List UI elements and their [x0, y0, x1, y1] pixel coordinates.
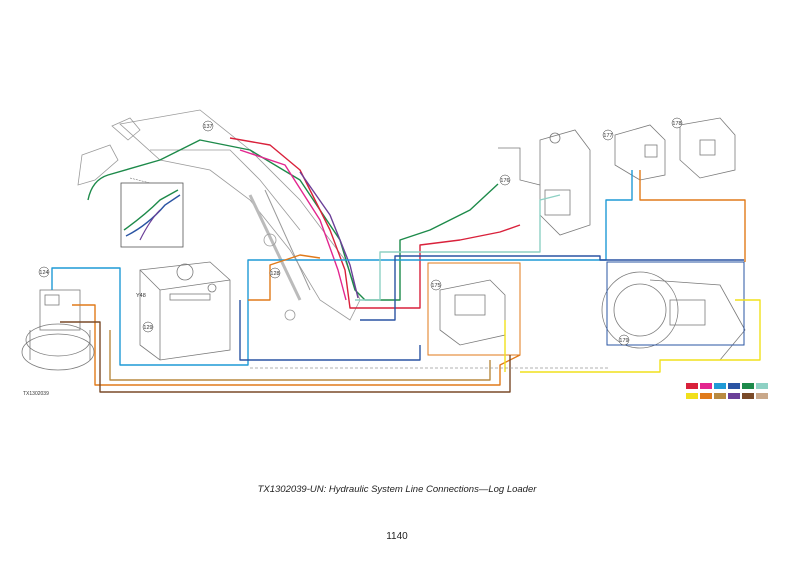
legend-swatch — [714, 383, 726, 389]
callout-129-label: 129 — [143, 325, 152, 331]
callout-124-label: 124 — [39, 270, 48, 276]
callout-176-label: 176 — [500, 178, 509, 184]
callout-179 — [618, 334, 630, 346]
figure-id: TX1302039 — [23, 391, 49, 397]
callout-137-label: 137 — [203, 124, 212, 130]
callout-177-label: 177 — [603, 133, 612, 139]
callout-128 — [269, 267, 281, 279]
callout-176 — [499, 174, 511, 186]
legend-swatch — [686, 393, 698, 399]
callouts: 137 128 129 124 176 177 178 179 175 Y48 — [38, 117, 683, 346]
figure-caption: TX1302039-UN: Hydraulic System Line Conn… — [257, 484, 537, 495]
boom-arm-drawing — [77, 109, 361, 321]
inset-detail-box — [120, 177, 184, 248]
legend-swatch — [700, 383, 712, 389]
hydraulic-lines — [51, 137, 761, 393]
callout-175 — [430, 279, 442, 291]
page-number: 1140 — [386, 531, 408, 542]
hydraulic-tank-drawing — [139, 261, 231, 361]
legend-swatch — [728, 383, 740, 389]
framing-boxes — [427, 261, 745, 356]
callout-129 — [142, 321, 154, 333]
callout-y48-label: Y48 — [136, 293, 146, 299]
callout-178 — [671, 117, 683, 129]
legend-swatch — [742, 383, 754, 389]
callout-179-label: 179 — [619, 338, 628, 344]
legend-swatch — [700, 393, 712, 399]
pump-drawing — [601, 271, 746, 361]
callout-177 — [602, 129, 614, 141]
legend-swatch — [756, 393, 768, 399]
legend-swatch — [686, 383, 698, 389]
color-legend — [686, 383, 768, 399]
control-valve-176-drawing — [498, 129, 591, 236]
callout-124 — [38, 266, 50, 278]
center-valve-drawing — [439, 279, 506, 346]
legend-swatch — [756, 383, 768, 389]
callout-178-label: 178 — [672, 121, 681, 127]
pilot-valves-drawing — [614, 117, 736, 181]
legend-swatch — [728, 393, 740, 399]
callout-128-label: 128 — [270, 271, 279, 277]
callout-137 — [202, 120, 214, 132]
legend-swatch — [742, 393, 754, 399]
callout-175-label: 175 — [431, 283, 440, 289]
legend-swatch — [714, 393, 726, 399]
swing-motor-drawing — [21, 289, 95, 371]
